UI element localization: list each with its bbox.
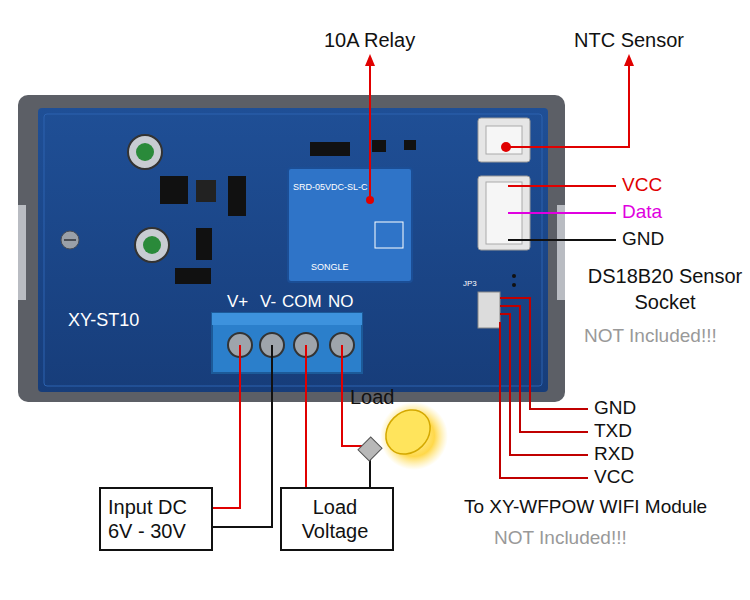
note: NOT Included!!!	[494, 527, 627, 550]
bulb-socket	[358, 437, 382, 461]
wire	[369, 458, 371, 490]
relay-mark	[375, 222, 403, 248]
capacitor	[136, 143, 154, 161]
part-label: 10A Relay	[324, 28, 415, 52]
box-text: Input DC 6V - 30V	[108, 495, 200, 543]
diode	[228, 176, 246, 216]
wire	[208, 345, 240, 508]
label-box: Load Voltage	[280, 487, 394, 551]
ntc-connector	[478, 118, 530, 162]
pcb-edge	[44, 114, 542, 386]
wire	[208, 345, 272, 527]
part-label: Load	[350, 385, 395, 409]
arrowhead	[365, 54, 375, 66]
pin-line	[508, 185, 616, 187]
part-label: DS18B20 Sensor Socket	[585, 263, 745, 315]
capacitor	[128, 135, 162, 169]
leader-line	[369, 62, 371, 200]
pin-name: VCC	[622, 174, 662, 197]
pin-line	[500, 298, 588, 409]
pad	[512, 283, 516, 287]
relay-marking: SRD-05VDC-SL-C	[293, 182, 368, 193]
pin-name: GND	[594, 397, 636, 420]
pcb	[38, 108, 548, 392]
wire	[305, 345, 307, 490]
pin-name: TXD	[594, 420, 632, 443]
pin-name: GND	[622, 228, 664, 251]
inductor	[196, 180, 216, 202]
pin-line	[500, 314, 588, 455]
ic-chip	[160, 176, 188, 204]
resistor	[404, 140, 416, 150]
capacitor	[143, 236, 161, 254]
housing-tab	[18, 205, 26, 300]
pin-name: RXD	[594, 443, 634, 466]
terminal-name: V+	[227, 292, 248, 312]
capacitor	[135, 228, 169, 262]
pad	[512, 274, 516, 278]
diode	[196, 228, 212, 260]
mount-screw	[64, 239, 76, 241]
pin-name: Data	[622, 201, 662, 224]
terminal-name: NO	[328, 292, 354, 312]
bulb	[377, 401, 439, 463]
diode	[310, 142, 350, 156]
terminal-block	[212, 313, 362, 373]
ntc-connector	[486, 126, 522, 154]
box-text: Load Voltage	[289, 495, 381, 543]
transistor	[372, 140, 386, 152]
terminal-name: V-	[260, 292, 276, 312]
silkscreen: JP3	[463, 279, 477, 289]
housing	[18, 95, 565, 402]
pin-line	[500, 306, 588, 432]
housing-tab	[557, 205, 565, 300]
arrowhead	[624, 54, 634, 66]
leader-line	[506, 62, 629, 147]
pin-line	[508, 239, 616, 241]
diode	[175, 268, 211, 284]
pin-line	[508, 212, 616, 214]
jp3-header	[478, 292, 500, 328]
pin-line	[500, 322, 588, 478]
part-label: NTC Sensor	[574, 28, 684, 52]
relay-marking: SONGLE	[311, 262, 349, 273]
board-name: XY-ST10	[68, 310, 139, 332]
mount-screw	[61, 231, 79, 249]
pin-name: VCC	[594, 466, 634, 489]
label-box: Input DC 6V - 30V	[99, 487, 213, 551]
part-label: To XY-WFPOW WIFI Module	[464, 496, 707, 519]
note: NOT Included!!!	[584, 325, 717, 348]
terminal-block	[212, 313, 362, 325]
relay	[288, 168, 412, 282]
terminal-name: COM	[282, 292, 322, 312]
